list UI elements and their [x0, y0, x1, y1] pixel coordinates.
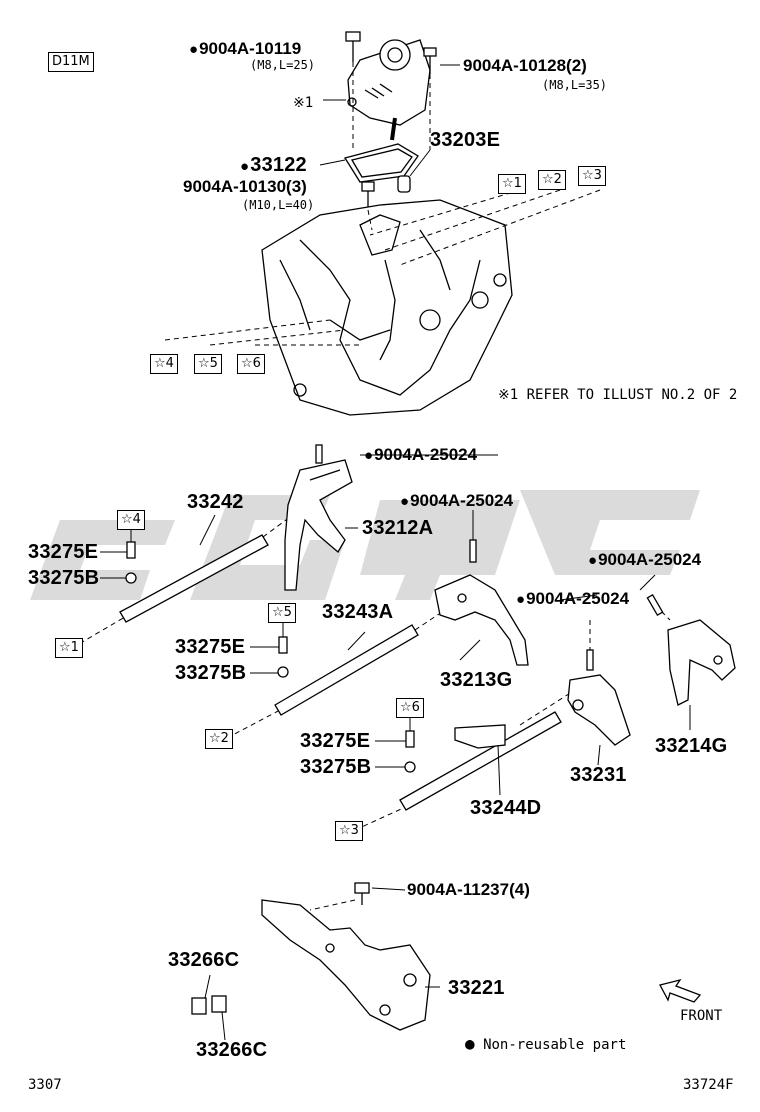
legend-text: Non-reusable part — [483, 1037, 627, 1053]
callout-33231[interactable]: 33231 — [570, 764, 627, 786]
star-tag-6-rod[interactable]: ☆6 — [396, 698, 424, 718]
callout-33243a[interactable]: 33243A — [322, 601, 394, 623]
callout-33275b-3[interactable]: 33275B — [300, 756, 372, 778]
detent-spring-icon — [126, 541, 415, 748]
page-number: 3307 — [28, 1077, 62, 1093]
front-arrow-icon — [659, 978, 702, 1003]
callout-33275e-1[interactable]: 33275E — [28, 541, 99, 563]
star-tag-2-rod[interactable]: ☆2 — [205, 729, 233, 749]
callout-33275b-1[interactable]: 33275B — [28, 567, 100, 589]
star-tag-5[interactable]: ☆5 — [194, 354, 222, 374]
detent-ball-icon — [125, 572, 416, 773]
callout-bolt-11237[interactable]: 9004A-11237(4) — [407, 880, 530, 899]
star-tag-4[interactable]: ☆4 — [150, 354, 178, 374]
transmission-cover — [347, 39, 431, 141]
bracket — [261, 899, 431, 1031]
callout-bolt-10130[interactable]: 9004A-10130(3) — [183, 177, 307, 196]
star-tag-4-rod[interactable]: ☆4 — [117, 510, 145, 530]
callout-33244d[interactable]: 33244D — [470, 797, 542, 819]
callout-33275e-3[interactable]: 33275E — [300, 730, 371, 752]
shift-fork — [667, 619, 736, 706]
callout-33221[interactable]: 33221 — [448, 977, 505, 999]
callout-33214g[interactable]: 33214G — [655, 735, 728, 757]
callout-bolt-10128[interactable]: 9004A-10128(2) — [463, 56, 587, 75]
callout-bolt-10119-spec: (M8,L=25) — [250, 58, 316, 72]
reference-mark: ※1 — [293, 95, 314, 111]
shift-fork — [434, 574, 529, 666]
legend-non-reusable: ● Non-reusable part — [465, 1034, 627, 1053]
callout-33275e-2[interactable]: 33275E — [175, 636, 246, 658]
front-label: FRONT — [680, 1008, 723, 1024]
star-tag-1[interactable]: ☆1 — [498, 174, 526, 194]
callout-33213g[interactable]: 33213G — [440, 669, 513, 691]
bolt-icon — [345, 31, 437, 74]
shift-rod — [119, 534, 562, 811]
figure-code: 33724F — [683, 1077, 734, 1093]
clip-icon — [191, 995, 227, 1015]
star-tag-3[interactable]: ☆3 — [578, 166, 606, 186]
pin-icon — [397, 175, 411, 193]
star-tag-5-rod[interactable]: ☆5 — [268, 603, 296, 623]
transmission-case — [261, 199, 513, 416]
legend-dot-icon: ● — [465, 1034, 475, 1053]
callout-33242[interactable]: 33242 — [187, 491, 244, 513]
callout-33266c-2[interactable]: 33266C — [196, 1039, 268, 1061]
callout-33275b-2[interactable]: 33275B — [175, 662, 247, 684]
callout-spring-pin-2[interactable]: 9004A-25024 — [400, 492, 513, 509]
callout-33122[interactable]: 33122 — [240, 155, 307, 175]
refer-note: ※1 REFER TO ILLUST NO.2 OF 2 — [498, 387, 738, 403]
callout-33203e[interactable]: 33203E — [430, 129, 501, 151]
star-tag-2[interactable]: ☆2 — [538, 170, 566, 190]
star-tag-3-rod[interactable]: ☆3 — [335, 821, 363, 841]
shift-lever — [567, 674, 631, 746]
model-code-box: D11M — [48, 52, 94, 72]
callout-bolt-10128-spec: (M8,L=35) — [542, 78, 608, 92]
callout-33212a[interactable]: 33212A — [362, 517, 434, 539]
callout-spring-pin-3[interactable]: 9004A-25024 — [516, 590, 629, 607]
callout-spring-pin-1[interactable]: 9004A-25024 — [364, 446, 477, 463]
shift-fork — [284, 459, 353, 591]
callout-33266c-1[interactable]: 33266C — [168, 949, 240, 971]
callout-bolt-10119[interactable]: 9004A-10119 — [189, 40, 301, 57]
star-tag-6[interactable]: ☆6 — [237, 354, 265, 374]
callout-spring-pin-4[interactable]: 9004A-25024 — [588, 551, 701, 568]
callout-bolt-10130-spec: (M10,L=40) — [242, 198, 315, 212]
watermark-logo — [30, 490, 700, 600]
spring-pin-icon — [315, 444, 664, 671]
star-tag-1-rod[interactable]: ☆1 — [55, 638, 83, 658]
